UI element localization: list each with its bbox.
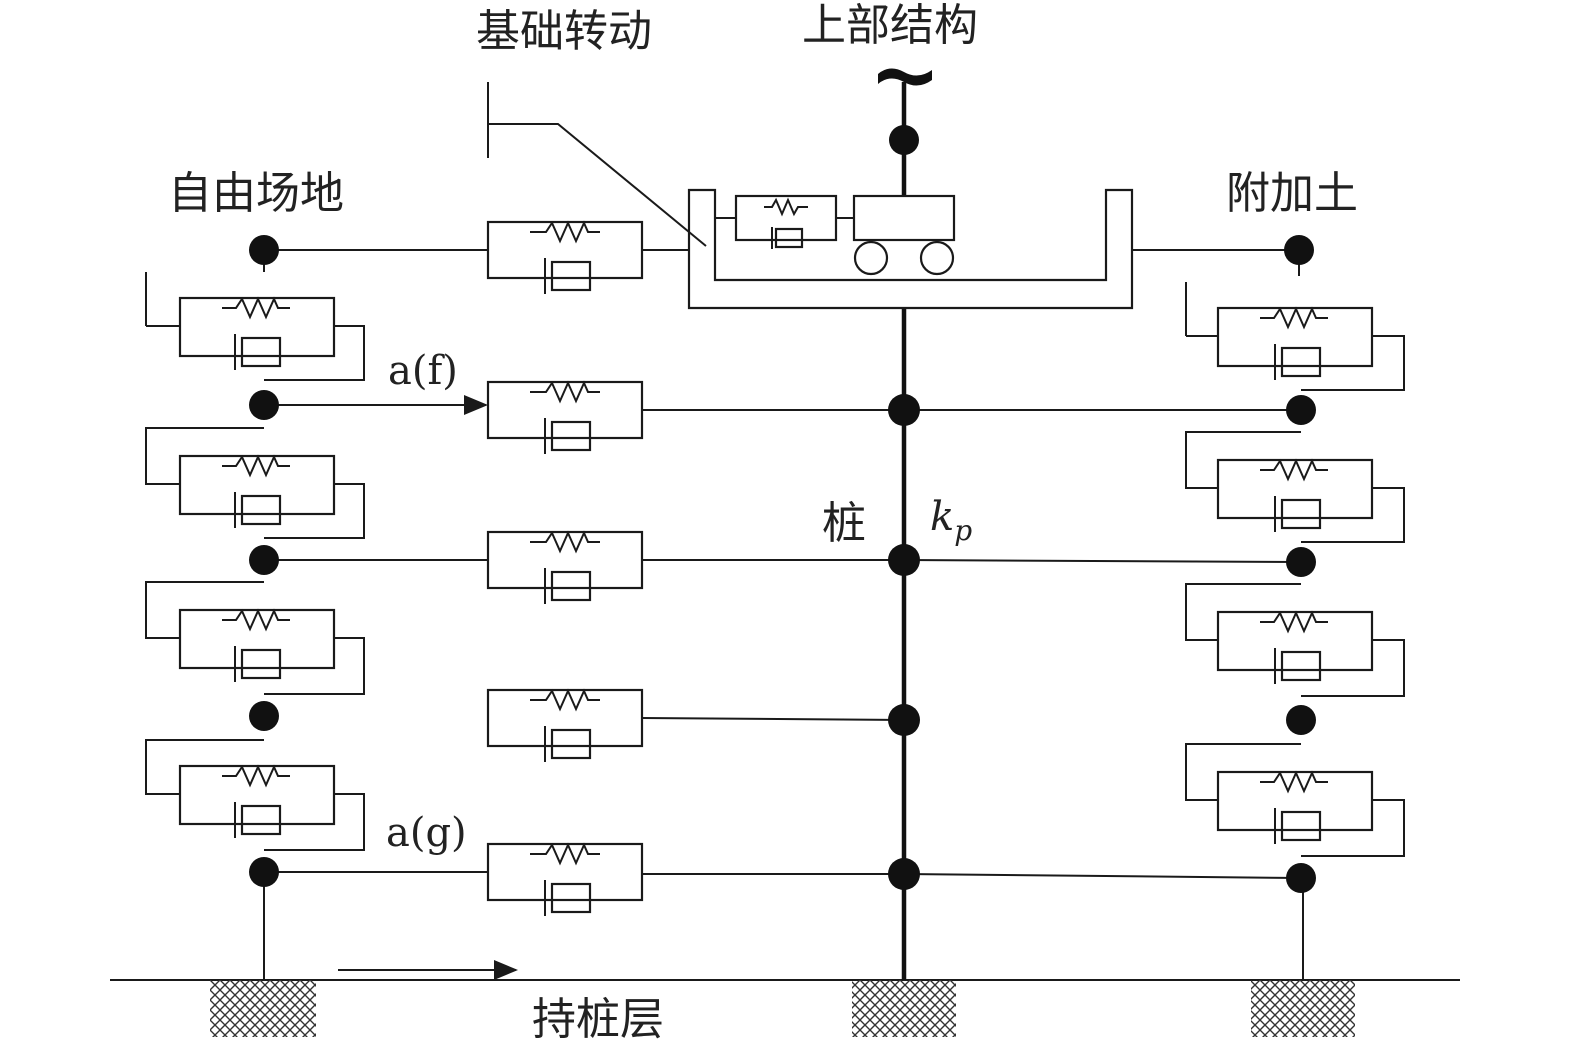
mass-cart <box>852 194 956 276</box>
node-pile-2 <box>888 544 920 576</box>
node-free-field-4 <box>249 701 279 731</box>
label-foundation-rotation: 基础转动 <box>476 6 652 57</box>
labels: 基础转动 上部结构 自由场地 附加土 桩 kp a(f) a(g) 持桩层 <box>168 0 1358 1045</box>
label-ag: a(g) <box>386 810 467 856</box>
node-added-soil-1 <box>1284 235 1314 265</box>
node-free-field-1 <box>249 235 279 265</box>
cap-outline <box>687 188 1134 310</box>
left-hatch <box>210 980 316 1037</box>
node-free-field-2 <box>249 390 279 420</box>
free-field-column <box>145 250 365 851</box>
foundation-cap <box>687 188 1134 310</box>
rotation-leader <box>487 82 707 247</box>
free-field-unit-1 <box>178 296 336 370</box>
label-pile-stiffness: kp <box>930 494 972 547</box>
free-field-unit-2 <box>178 454 336 528</box>
label-added-soil: 附加土 <box>1226 168 1358 219</box>
right-hatch <box>1251 980 1355 1037</box>
superstructure-break-symbol <box>878 68 932 86</box>
added-soil-unit-4 <box>1216 770 1374 844</box>
pile-spring-2 <box>486 380 644 454</box>
pile-spring-1 <box>486 220 644 294</box>
label-bearing-layer: 持桩层 <box>532 994 664 1045</box>
pile-soil-springs <box>486 220 644 916</box>
node-pile-3 <box>888 704 920 736</box>
label-kp-main: k <box>930 494 954 540</box>
node-added-soil-3 <box>1286 547 1316 577</box>
node-added-soil-5 <box>1286 863 1316 893</box>
added-soil-unit-3 <box>1216 610 1374 684</box>
node-added-soil-4 <box>1286 705 1316 735</box>
node-pile-4 <box>888 858 920 890</box>
connections <box>263 249 1304 980</box>
label-pile: 桩 <box>822 498 866 549</box>
free-field-unit-4 <box>178 764 336 838</box>
pile-spring-3 <box>486 530 644 604</box>
label-free-field: 自由场地 <box>168 168 344 219</box>
node-added-soil-2 <box>1286 395 1316 425</box>
pile <box>878 68 932 980</box>
superstructure-node <box>889 125 919 155</box>
node-free-field-3 <box>249 545 279 575</box>
free-field-unit-3 <box>178 608 336 682</box>
nodes <box>249 235 1316 893</box>
center-hatch <box>852 980 956 1037</box>
node-pile-1 <box>888 394 920 426</box>
pile-spring-5 <box>486 842 644 916</box>
added-soil-unit-2 <box>1216 458 1374 532</box>
label-superstructure: 上部结构 <box>802 0 978 51</box>
cap-spring-dashpot <box>715 194 854 249</box>
label-af: a(f) <box>388 348 458 394</box>
pile-spring-4 <box>486 688 644 762</box>
bearing-layer <box>110 960 1460 1037</box>
added-soil-unit-1 <box>1216 306 1374 380</box>
node-free-field-5 <box>249 857 279 887</box>
label-kp-sub: p <box>954 514 972 547</box>
